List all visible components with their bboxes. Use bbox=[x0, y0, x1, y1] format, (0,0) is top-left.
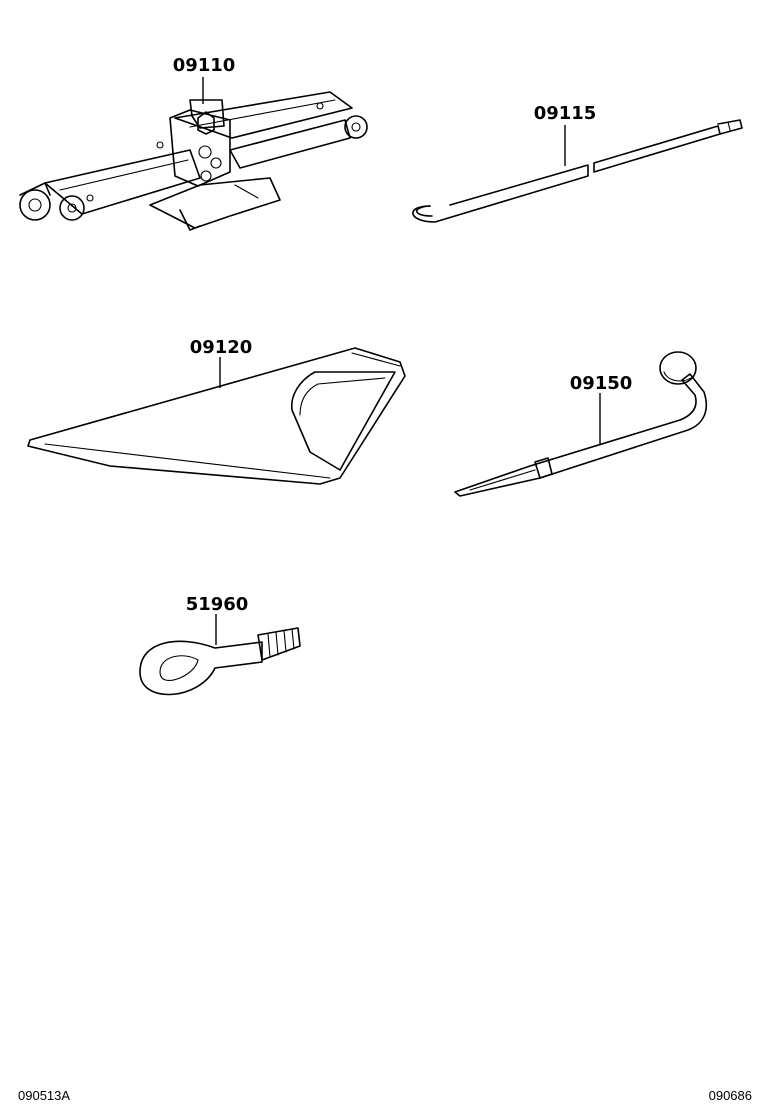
footer-code-left: 090513A bbox=[18, 1088, 70, 1103]
part-number-label: 09110 bbox=[173, 55, 236, 76]
part-number-label: 09150 bbox=[570, 373, 633, 394]
part-number-label: 09115 bbox=[534, 103, 597, 124]
part-number-label: 09120 bbox=[190, 337, 253, 358]
tool-bag-drawing bbox=[27, 347, 406, 485]
towing-eye-drawing bbox=[139, 614, 301, 696]
jack-drawing bbox=[19, 77, 368, 231]
footer-code-right: 090686 bbox=[709, 1088, 752, 1103]
jack-handle-drawing bbox=[412, 119, 743, 223]
wheel-wrench-drawing bbox=[454, 351, 708, 497]
part-number-label: 51960 bbox=[186, 594, 249, 615]
